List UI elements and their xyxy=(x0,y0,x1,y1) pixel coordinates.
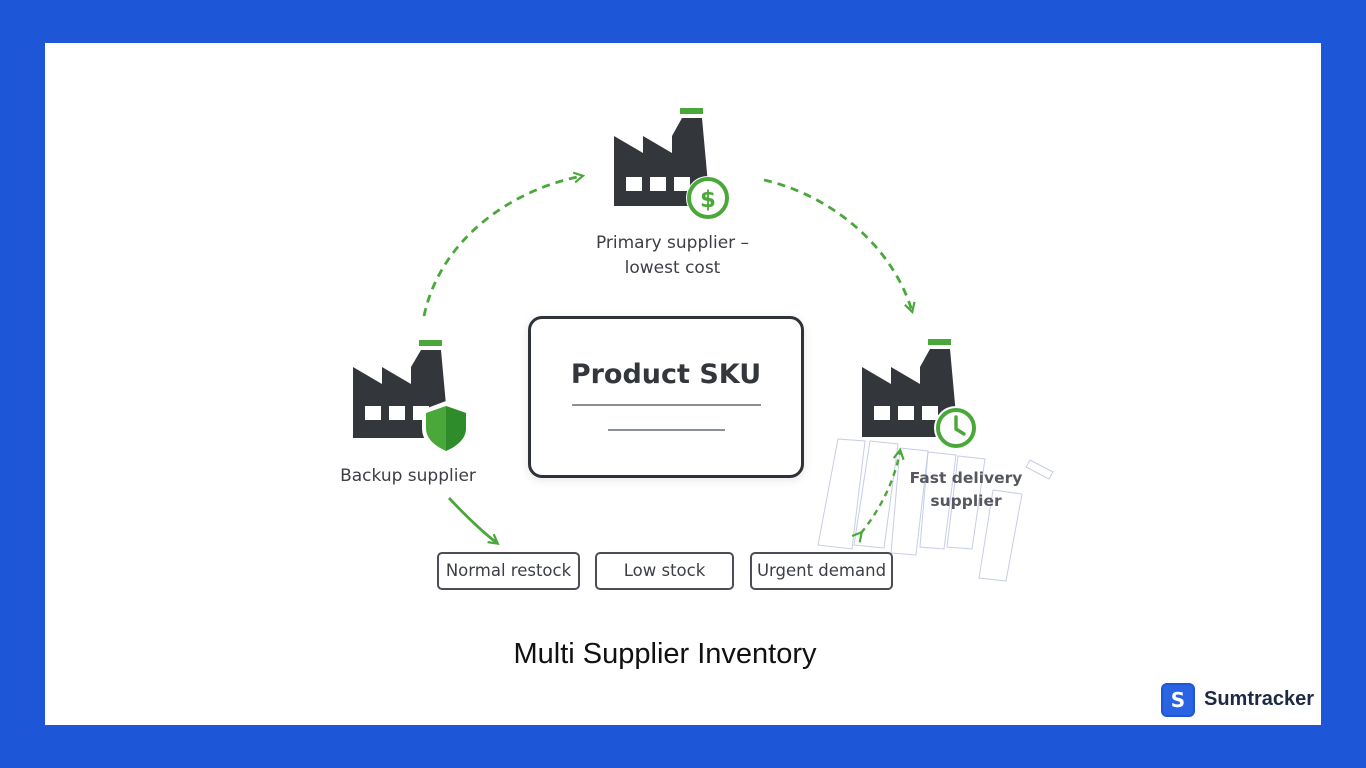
clock-icon xyxy=(934,406,978,450)
primary-factory-icon xyxy=(614,108,710,206)
primary-supplier-line1: Primary supplier – xyxy=(595,233,750,253)
fast-supplier-line1: Fast delivery xyxy=(909,469,1023,487)
svg-text:$: $ xyxy=(700,187,716,213)
dollar-badge-icon: $ xyxy=(686,176,730,220)
brand-name: Sumtracker xyxy=(1204,688,1315,710)
state-low-stock: Low stock xyxy=(595,552,734,590)
backup-supplier-label: Backup supplier xyxy=(340,466,476,486)
diagram-caption: Multi Supplier Inventory xyxy=(513,638,817,670)
arrow-primary-to-fast xyxy=(763,178,912,311)
sku-short-line xyxy=(608,429,725,431)
fast-supplier-label: Fast delivery supplier xyxy=(898,467,1034,513)
sumtracker-logo-icon: S xyxy=(1161,683,1195,717)
arrow-backup-to-restock xyxy=(447,497,497,543)
primary-supplier-label: Primary supplier – lowest cost xyxy=(535,231,810,281)
state-urgent-demand: Urgent demand xyxy=(750,552,893,590)
fast-supplier-line2: supplier xyxy=(930,492,1002,510)
arrow-fast-bidirectional xyxy=(861,451,900,533)
product-sku-card: Product SKU xyxy=(528,316,804,478)
sku-title: Product SKU xyxy=(570,359,762,390)
arrow-backup-to-primary xyxy=(422,176,582,317)
primary-supplier-line2: lowest cost xyxy=(624,258,721,278)
state-normal-restock: Normal restock xyxy=(437,552,580,590)
shield-icon xyxy=(422,401,470,456)
sku-divider-line xyxy=(572,404,761,406)
fast-factory-icon xyxy=(862,339,958,437)
